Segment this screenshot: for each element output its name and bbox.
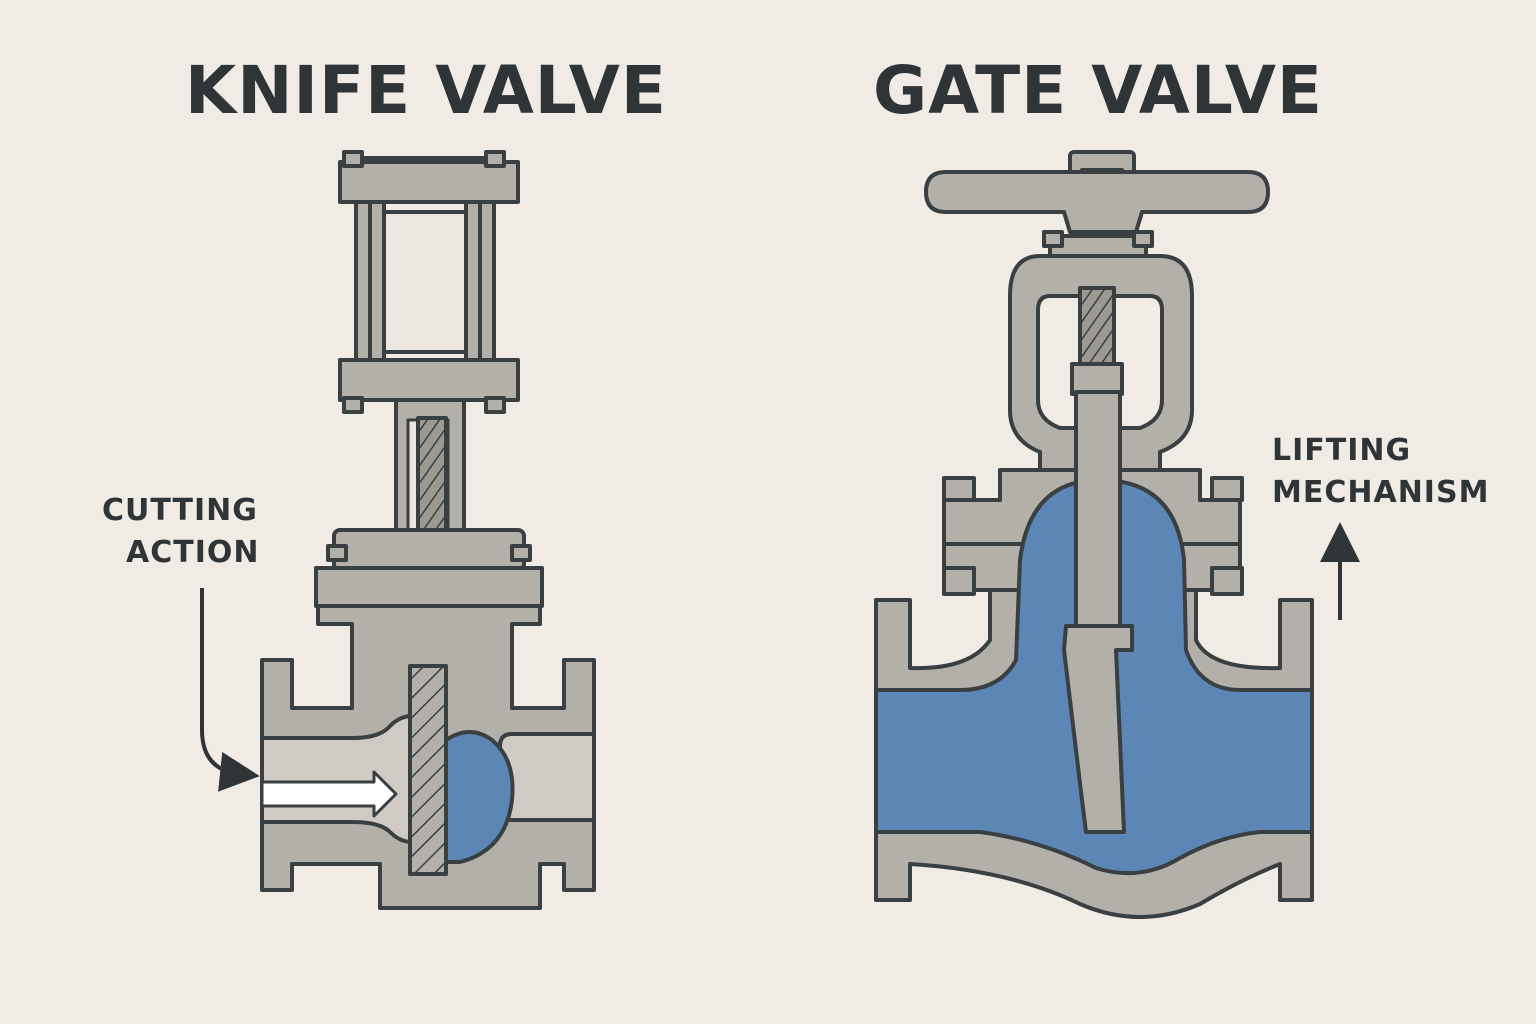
lifting-mechanism-line1: LIFTING bbox=[1272, 433, 1412, 468]
gate-wedge bbox=[1062, 624, 1134, 834]
knife-gate-blade bbox=[408, 664, 448, 876]
flow-arrow bbox=[260, 770, 398, 818]
cutting-action-callout: CUTTING ACTION bbox=[102, 490, 259, 574]
actuator-cylinder bbox=[354, 200, 496, 362]
knife-valve bbox=[260, 150, 596, 910]
stem-collar bbox=[1070, 362, 1124, 396]
knife-valve-title: KNIFE VALVE bbox=[185, 52, 667, 129]
cutting-action-line2: ACTION bbox=[126, 535, 260, 570]
fluid-region bbox=[444, 730, 515, 864]
knife-valve-bonnet bbox=[314, 528, 544, 608]
lifting-mechanism-line2: MECHANISM bbox=[1272, 475, 1490, 510]
handwheel-icon bbox=[924, 150, 1270, 234]
actuator-top-cap bbox=[338, 150, 520, 204]
cutting-action-line1: CUTTING bbox=[102, 493, 258, 528]
lifting-mechanism-callout: LIFTING MECHANISM bbox=[1272, 430, 1489, 514]
outlet-passage bbox=[498, 732, 596, 822]
gate-stem bbox=[1074, 390, 1122, 630]
gate-valve-title: GATE VALVE bbox=[872, 52, 1324, 129]
cutting-action-arrow bbox=[200, 588, 260, 792]
gate-valve bbox=[874, 150, 1314, 919]
